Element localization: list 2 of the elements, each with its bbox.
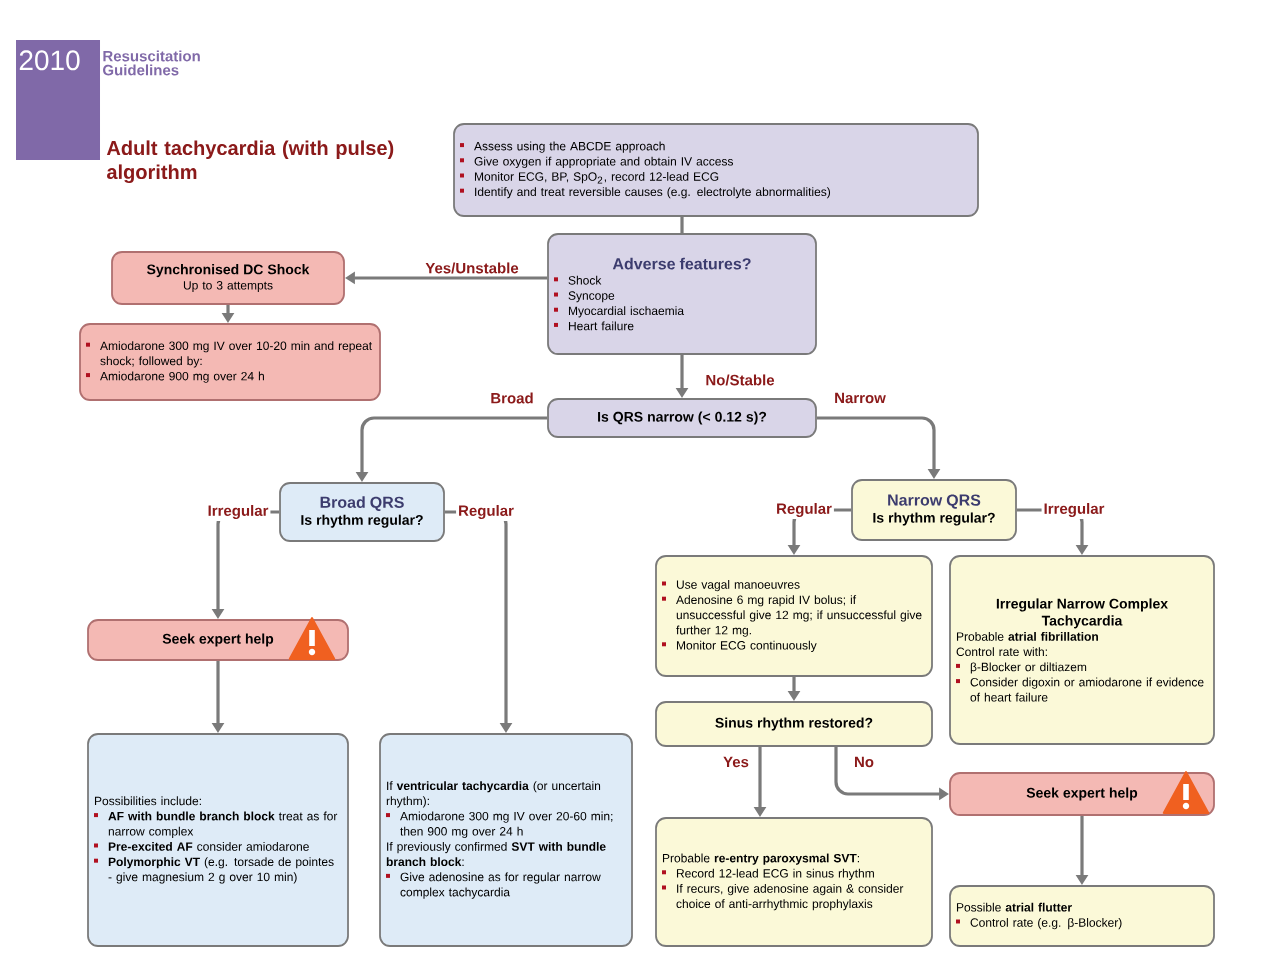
year-band: 2010 — [16, 40, 100, 160]
title: Adult tachycardia (with pulse) algorithm — [106, 140, 394, 184]
